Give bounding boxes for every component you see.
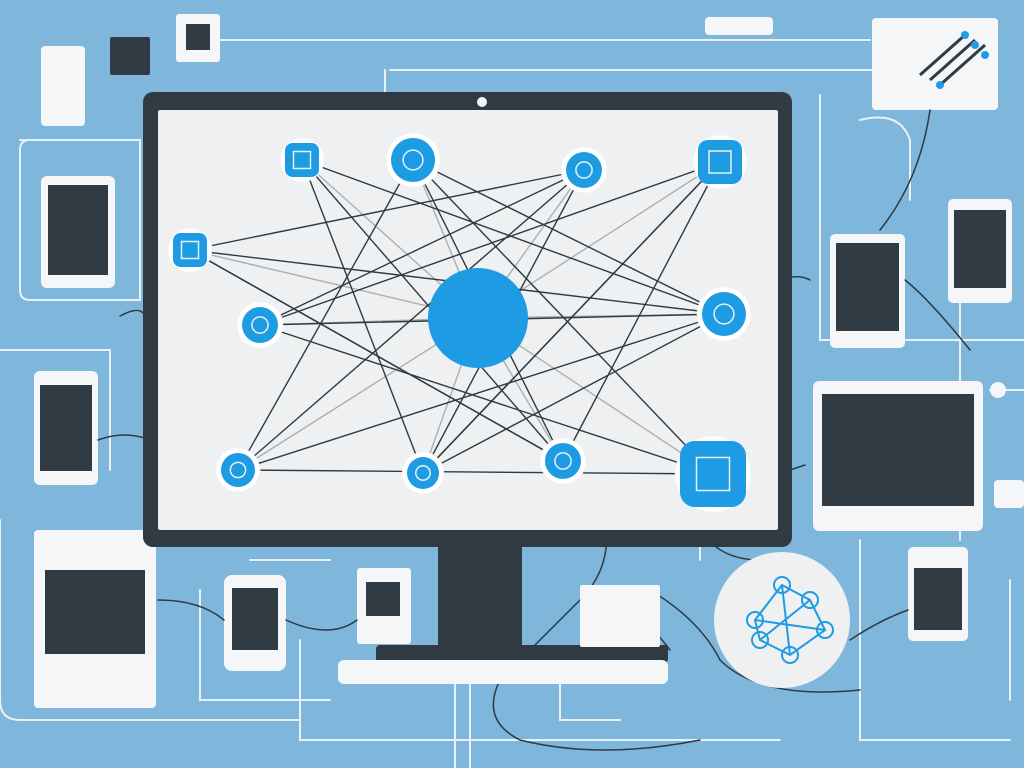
circle-node-icon (539, 437, 587, 485)
circle-node-icon (560, 146, 608, 194)
network-edge (301, 159, 424, 474)
network-edge (562, 161, 721, 462)
boxed-node-icon (674, 435, 752, 513)
circle-node-icon (215, 447, 261, 493)
desk-surface (338, 660, 668, 684)
tablet-icon (41, 176, 115, 288)
square-device-icon (357, 568, 411, 644)
boxed-node-icon (692, 134, 748, 190)
keyboard-box-icon (580, 585, 660, 647)
smartphone-icon (41, 46, 85, 126)
square-device-icon (110, 37, 150, 75)
circle-node-icon (696, 286, 752, 342)
network-edge (237, 159, 414, 471)
network-edge (301, 159, 725, 315)
peripheral-devices (34, 14, 1024, 708)
boxed-node-icon (279, 137, 325, 183)
tablet-icon (908, 547, 968, 641)
network-edge (422, 161, 721, 474)
network-edge (189, 169, 585, 251)
network-globe-icon (714, 552, 850, 688)
circle-node-icon (401, 451, 445, 495)
central-hub-icon (428, 268, 528, 368)
monitor-camera (477, 97, 487, 107)
network-edge (259, 161, 721, 326)
network-edge (412, 159, 714, 475)
network-edge (422, 313, 725, 474)
network-edge (259, 169, 585, 326)
router-box-icon (872, 18, 998, 110)
circle-node-icon (236, 301, 284, 349)
tablet-icon (948, 199, 1012, 303)
network-nodes (167, 132, 752, 513)
device-edge (705, 17, 773, 35)
tablet-icon (34, 371, 98, 485)
smartphone-icon (224, 575, 286, 671)
tablet-icon (813, 381, 983, 531)
monitor-stand-base (376, 645, 668, 663)
network-edge (189, 249, 564, 462)
network-edge (259, 324, 714, 475)
square-device-icon (176, 14, 220, 62)
network-edge (237, 313, 725, 471)
monitor-stand-neck (438, 540, 522, 650)
tablet-icon (830, 234, 905, 348)
network-edge (237, 469, 714, 475)
circle-node-icon (385, 132, 441, 188)
network-edge (237, 169, 585, 471)
network-edge (412, 159, 725, 315)
boxed-node-icon (167, 227, 213, 273)
tablet-icon (34, 530, 156, 708)
connector-dot (990, 382, 1006, 398)
device-edge (994, 480, 1024, 508)
